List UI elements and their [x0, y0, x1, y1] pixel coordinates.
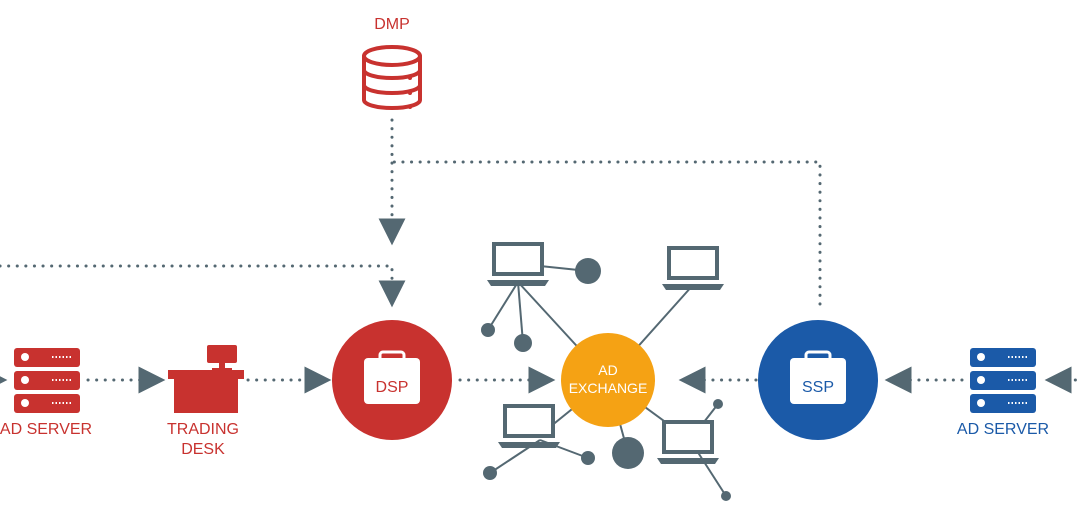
ssp-label: SSP: [801, 379, 834, 396]
connectors: [0, 118, 1080, 394]
ssp-briefcase-icon: [790, 350, 846, 404]
ad-server-right-label: AD SERVER: [956, 421, 1050, 438]
trading-desk-label-line1: TRADING: [167, 421, 239, 438]
dsp-node: [332, 320, 452, 440]
laptop-icon: [498, 404, 560, 448]
trading-desk-label-line2: DESK: [181, 441, 225, 458]
dsp-briefcase-icon: [364, 350, 420, 404]
connector-ssp-to-dsp-loop: [390, 160, 822, 306]
ad-exchange-node: [561, 333, 655, 427]
laptop-icon: [662, 246, 724, 290]
ad-server-left-label: AD SERVER: [0, 421, 93, 438]
ssp-node: [758, 320, 878, 440]
dmp-label: DMP: [374, 16, 410, 33]
ad-server-left-icon: [14, 348, 80, 413]
trading-desk-icon: [168, 345, 244, 413]
trading-desk-label: TRADING DESK: [150, 420, 256, 460]
dsp-label: DSP: [375, 379, 409, 396]
dmp-database-icon: [362, 45, 422, 110]
ad-server-right-icon: [970, 348, 1036, 413]
laptop-icon: [487, 242, 549, 286]
ad-exchange-label-line2: EXCHANGE: [568, 380, 648, 396]
connector-left-to-dsp: [0, 264, 406, 308]
network-endpoints: [481, 258, 731, 501]
laptop-icon: [657, 420, 719, 464]
ad-exchange-label: AD EXCHANGE: [556, 361, 660, 397]
ad-exchange-label-line1: AD: [598, 362, 618, 378]
